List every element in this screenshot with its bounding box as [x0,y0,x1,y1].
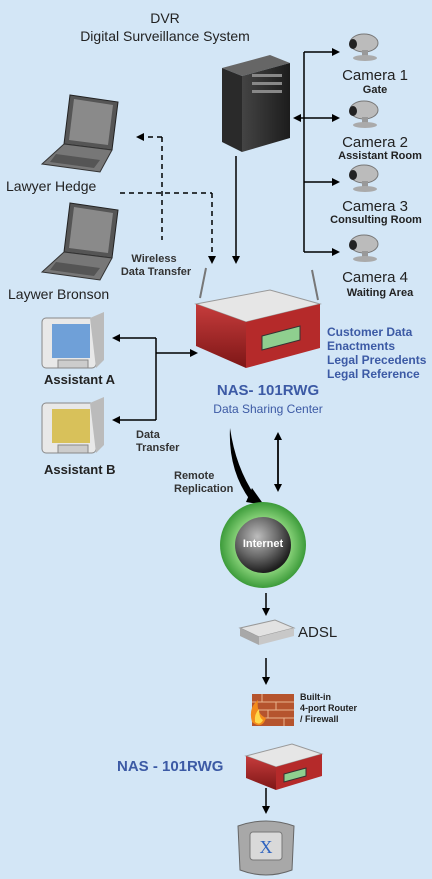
camera-4-icon [349,234,379,262]
nas-main-subtitle: Data Sharing Center [213,402,323,416]
assistant-a-monitor-icon [41,312,104,369]
camera-3-icon [349,164,379,192]
assistant-b-monitor-icon [41,397,104,454]
camera-3-location: Consulting Room [330,214,422,226]
camera-2-name: Camera 2 [342,134,408,151]
router-label-line3: / Firewall [300,714,339,724]
dvr-server-icon [222,55,290,152]
router-label-line2: 4-port Router [300,703,357,713]
wireless-connections [120,133,240,264]
laptop-hedge-icon [40,94,119,173]
camera-3-name: Camera 3 [342,198,408,215]
adsl-label: ADSL [298,624,338,641]
nas-lower-title: NAS - 101RWG [117,758,224,775]
dvr-subtitle: Digital Surveillance System [80,28,250,44]
assistant-connections [112,334,198,424]
camera-connections [293,48,340,256]
camera-4-location: Waiting Area [346,287,414,299]
assistant-a-label: Assistant A [44,372,116,387]
data-transfer-label-line1: Data [136,429,160,441]
camera-4-name: Camera 4 [342,269,408,286]
nas-main-device-icon [194,267,322,368]
nas-data-item-3: Legal Precedents [327,353,427,367]
svg-text:X: X [260,837,273,857]
remote-replication-label-line2: Replication [174,483,234,495]
internet-label: Internet [242,538,284,550]
nas-main-title: NAS- 101RWG [216,382,320,399]
remote-replication-label-line1: Remote [174,470,215,482]
nas-data-item-4: Legal Reference [327,367,420,381]
camera-2-location: Assistant Room [338,150,422,162]
laptop-bronson-label: Laywer Bronson [8,286,110,302]
router-label-line1: Built-in [300,692,331,702]
router-firewall-icon [250,694,294,726]
nas-data-item-2: Enactments [327,339,396,353]
adsl-modem-icon [238,619,296,645]
camera-2-icon [349,100,379,128]
camera-1-location: Gate [362,84,388,96]
data-transfer-label-line2: Transfer [136,442,180,454]
laptop-hedge-label: Lawyer Hedge [6,178,97,194]
dvr-title: DVR [150,10,180,26]
remote-replication-link [229,428,264,505]
internet-globe-icon [220,502,306,588]
camera-1-icon [349,33,379,61]
laptop-bronson-icon [40,202,119,281]
nas-data-item-1: Customer Data [327,325,413,339]
assistant-b-label: Assistant B [44,462,116,477]
camera-1-name: Camera 1 [342,67,408,84]
wireless-label-line2: Data Transfer [120,266,192,278]
nas-lower-device-icon [244,743,324,790]
wireless-label-line1: Wireless [131,253,177,265]
mac-client-icon: X [237,820,295,876]
